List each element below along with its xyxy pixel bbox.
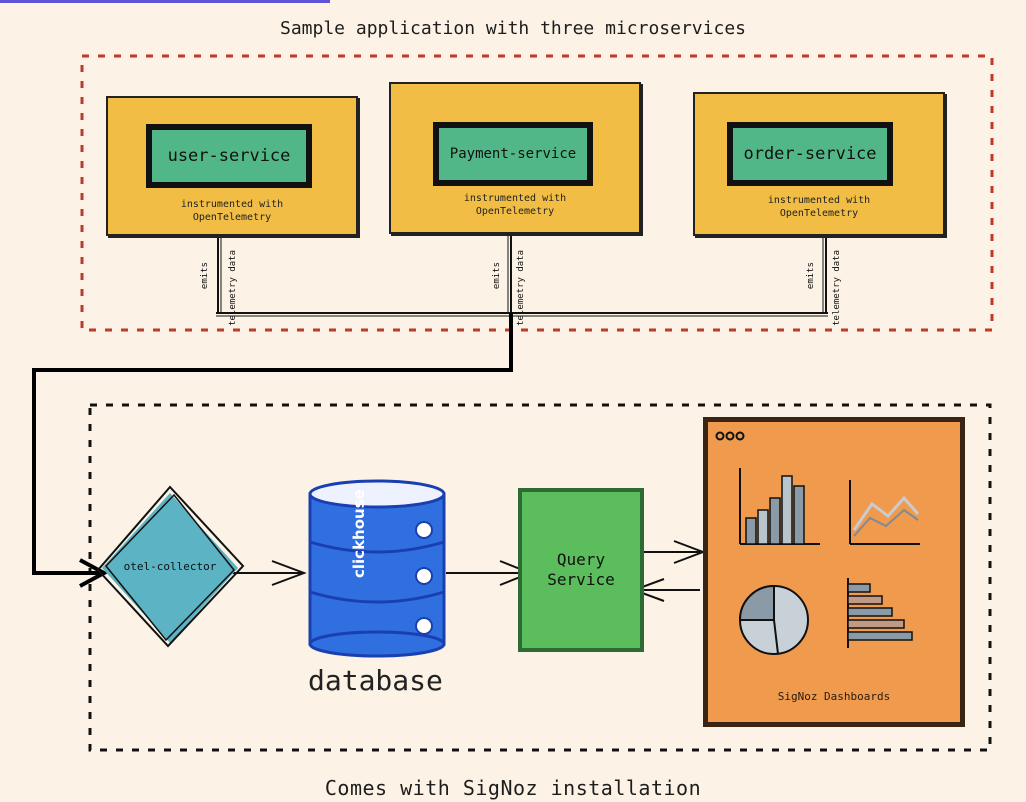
service-name-order: order-service	[727, 122, 893, 186]
service-card-payment: Payment-service instrumented with OpenTe…	[389, 82, 641, 234]
service-name-payment: Payment-service	[433, 122, 593, 186]
window-dot-icon	[735, 431, 745, 441]
service-card-order: order-service instrumented with OpenTele…	[693, 92, 945, 236]
otel-collector-label: otel-collector	[123, 560, 217, 573]
horizontal-bar-chart-icon	[847, 578, 913, 648]
app-group-border	[80, 54, 994, 332]
pie-chart-icon	[738, 584, 809, 655]
telemetry-path-to-collector	[32, 313, 513, 575]
service-instrumentation-user: instrumented with OpenTelemetry	[180, 199, 284, 223]
edge-label-telemetry-order: telemetry data	[832, 250, 842, 326]
service-instrumentation-payment: instrumented with OpenTelemetry	[463, 193, 567, 217]
bar-chart-icon	[739, 468, 820, 545]
otel-collector-node	[96, 485, 245, 648]
database-cylinder	[308, 479, 446, 658]
edge-label-emits-order: emits	[806, 262, 816, 290]
dashboard-charts	[715, 431, 920, 655]
dashboard-title: SigNoz Dashboards	[777, 690, 891, 703]
edge-label-telemetry-user: telemetry data	[228, 250, 238, 326]
clickhouse-label: clickhouse	[350, 489, 368, 578]
query-service-label-line2: Service	[547, 570, 615, 589]
database-label: database	[308, 664, 443, 697]
top-accent-strip	[0, 0, 330, 3]
signoz-group-title: Comes with SigNoz installation	[324, 776, 702, 800]
line-chart-icon	[849, 480, 920, 545]
window-dot-icon	[715, 431, 725, 441]
app-group-title: Sample application with three microservi…	[280, 18, 746, 39]
query-service-node: Query Service	[518, 488, 644, 652]
query-service-label-line1: Query	[556, 550, 606, 569]
edge-label-emits-user: emits	[200, 262, 210, 290]
edge-label-telemetry-payment: telemetry data	[516, 250, 526, 326]
service-card-user: user-service instrumented with OpenTelem…	[106, 96, 358, 236]
service-instrumentation-order: instrumented with OpenTelemetry	[767, 195, 871, 219]
signoz-dashboard-window: SigNoz Dashboards	[703, 417, 965, 727]
signoz-group-border	[88, 403, 992, 752]
edge-label-emits-payment: emits	[492, 262, 502, 290]
window-dot-icon	[725, 431, 735, 441]
service-name-user: user-service	[146, 124, 312, 188]
